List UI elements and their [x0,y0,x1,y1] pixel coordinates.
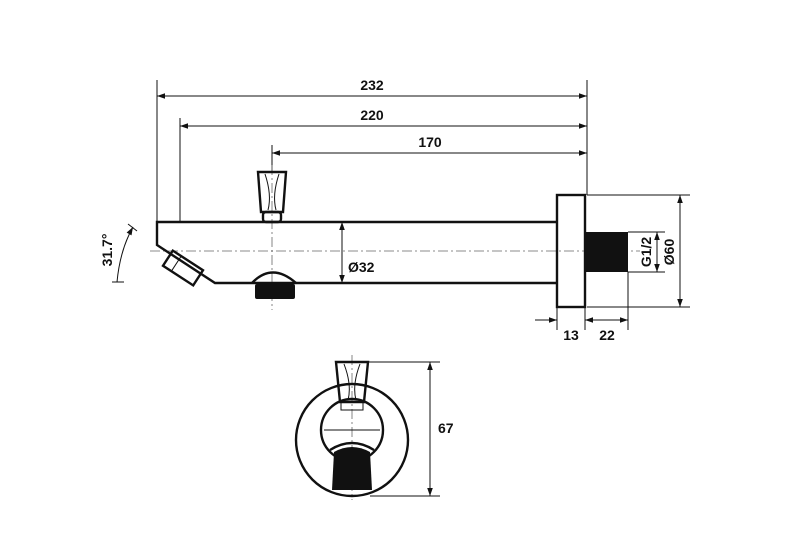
side-view [150,165,640,310]
flange-outline [294,382,410,498]
aerator [251,271,297,299]
dimension-label: 31.7° [99,234,115,267]
dimension-label: 13 [563,327,579,343]
dimension-spout-angle: 31.7° [99,223,138,283]
dimension-label: G1/2 [638,237,654,268]
dimension-label: 232 [360,77,384,93]
dimension-label: 220 [360,107,384,123]
diverter-handle [256,170,288,224]
dimension-label: Ø32 [348,259,375,275]
handle-front [334,360,370,411]
front-view [294,355,410,500]
dimension-label: 67 [438,420,454,436]
dimension-label: 22 [599,327,615,343]
aerator-thread [332,447,372,490]
dimension-label: Ø60 [661,239,677,266]
dimension-flange-depth: 13 [535,272,629,343]
wall-flange [555,193,587,309]
dimension-170: 170 [271,134,587,172]
dimension-220: 220 [179,107,587,222]
dimension-thread-length: 22 [599,327,615,343]
spout-nozzle [161,248,205,288]
dimension-label: 170 [418,134,442,150]
dimension-flange-diameter: Ø60 [587,194,690,308]
dimension-232: 232 [156,77,588,222]
dimension-thread: G1/2 [628,231,665,273]
spout-pipe [155,220,557,285]
dimension-67: 67 [368,361,454,497]
connection-thread [586,232,628,272]
dimension-pipe-diameter: Ø32 [339,222,375,283]
